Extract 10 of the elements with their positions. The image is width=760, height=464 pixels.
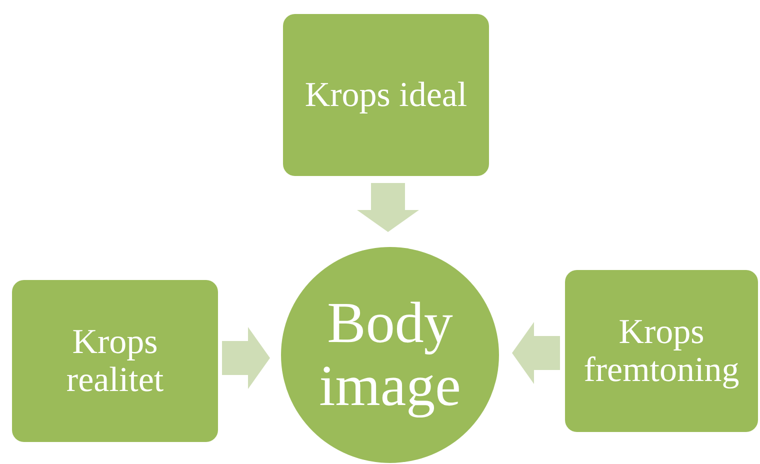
rounded-box	[12, 280, 218, 442]
block-arrow	[357, 183, 419, 232]
node-label: Krops realitet	[65, 323, 165, 399]
node-label: Krops ideal	[304, 76, 468, 114]
rounded-box	[283, 14, 489, 176]
rounded-box	[565, 270, 758, 432]
block-arrow	[512, 322, 560, 384]
block-arrow	[222, 327, 270, 389]
node-label: Krops fremtoning	[582, 313, 740, 389]
node-label: Body image	[318, 292, 462, 418]
